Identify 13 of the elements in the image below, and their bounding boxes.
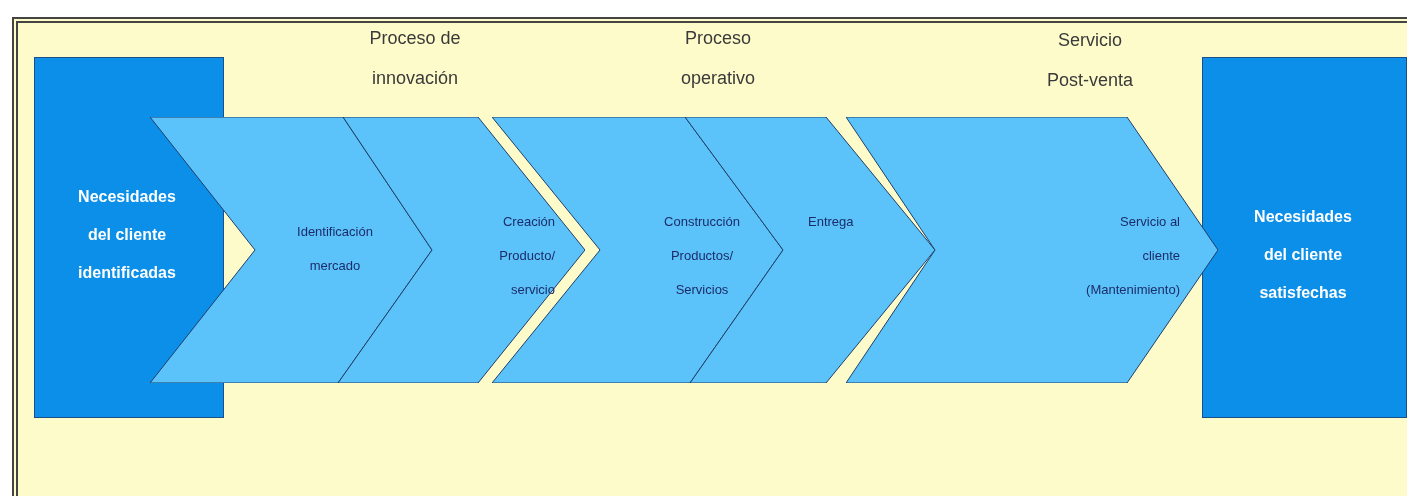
step-label: Servicio al cliente (Mantenimiento) (1085, 213, 1180, 299)
end-box (1202, 57, 1407, 418)
stage-heading: Proceso operativo (679, 27, 757, 90)
step-label: Identificación mercado (296, 223, 374, 275)
start-box (34, 57, 224, 418)
box-label: Necesidades del cliente satisfechas (1253, 207, 1353, 303)
process-step (492, 117, 783, 383)
stage-heading: Servicio Post-venta (1045, 29, 1134, 92)
step-label: Entrega (808, 213, 855, 231)
step-label: Creación Producto/ servicio (498, 213, 555, 299)
stage-heading: Proceso de innovación (368, 27, 462, 90)
box-label: Necesidades del cliente identificadas (77, 187, 177, 283)
step-label: Construcción Productos/ Servicios (663, 213, 741, 299)
